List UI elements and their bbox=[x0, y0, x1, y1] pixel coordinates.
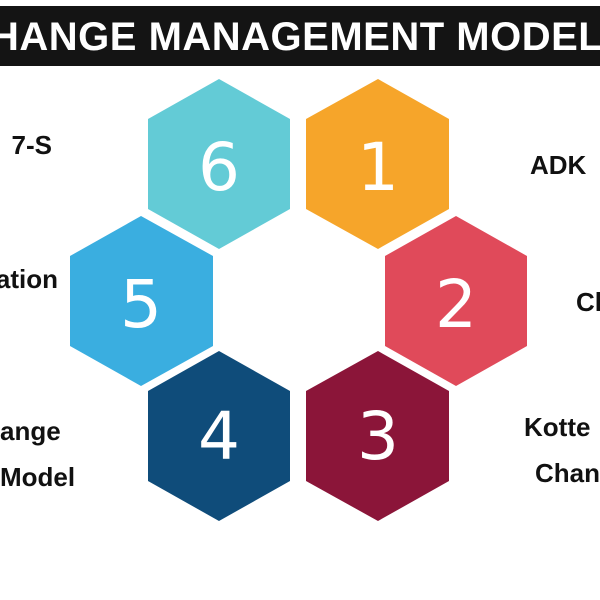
hexagon-2: 2 bbox=[385, 216, 527, 386]
hexagon-1-shape bbox=[306, 79, 449, 249]
label-top-right: ADK bbox=[530, 150, 587, 180]
label-mid-left: ation bbox=[0, 264, 58, 294]
hexagon-6: 6 bbox=[148, 79, 290, 249]
label-bottom-right-line2: Chan bbox=[535, 458, 600, 488]
hexagon-1-number: 1 bbox=[357, 129, 399, 206]
label-top-left: 7-S bbox=[11, 130, 52, 160]
hexagon-4-shape bbox=[148, 351, 290, 521]
hexagon-4-number: 4 bbox=[198, 398, 240, 475]
hexagon-2-shape bbox=[385, 216, 527, 386]
hexagon-5-number: 5 bbox=[120, 266, 162, 343]
hexagon-6-shape bbox=[148, 79, 290, 249]
title-bar: HANGE MANAGEMENT MODELS bbox=[0, 6, 600, 66]
hexagon-5-shape bbox=[70, 216, 213, 386]
hexagon-3: 3 bbox=[306, 351, 449, 521]
label-mid-right: Ch bbox=[576, 287, 600, 317]
hexagon-5: 5 bbox=[70, 216, 213, 386]
hexagon-1: 1 bbox=[306, 79, 449, 249]
hexagon-6-number: 6 bbox=[198, 129, 240, 206]
label-bottom-left-line2: Model bbox=[0, 462, 76, 492]
page-title: HANGE MANAGEMENT MODELS bbox=[0, 15, 600, 59]
label-bottom-left-line1: ange bbox=[0, 416, 61, 446]
hexagon-3-shape bbox=[306, 351, 449, 521]
hexagon-3-number: 3 bbox=[357, 398, 399, 475]
hexagon-4: 4 bbox=[148, 351, 290, 521]
label-bottom-right-line1: Kotte bbox=[524, 412, 591, 442]
hexagon-2-number: 2 bbox=[435, 266, 477, 343]
